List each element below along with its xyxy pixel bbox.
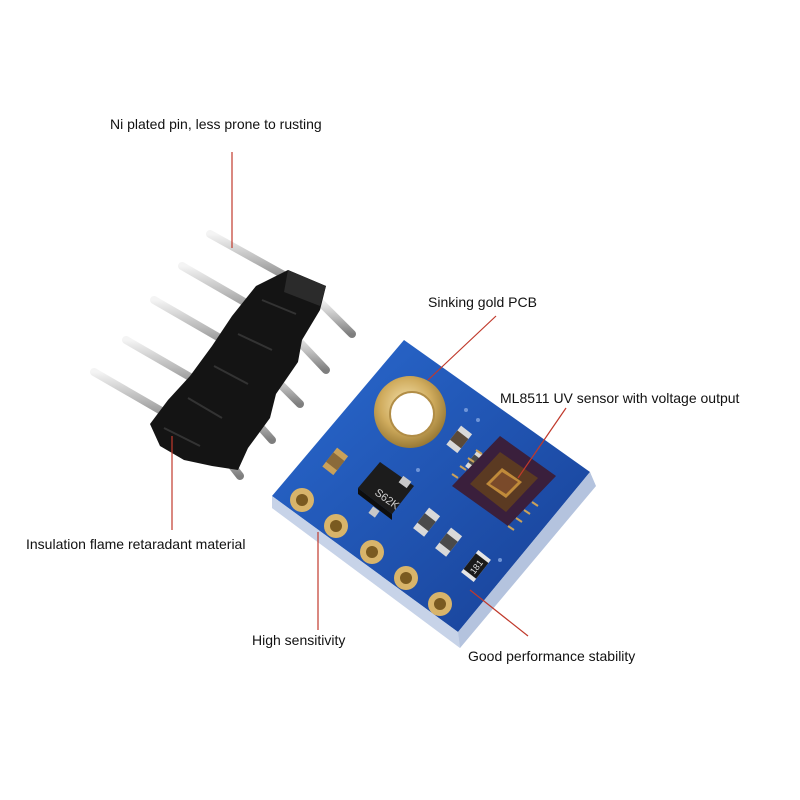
insulation-annotation: Insulation flame retaradant material [26, 536, 246, 552]
pin-header [90, 230, 356, 480]
pcb-board [272, 340, 590, 632]
transistor-chip: S62K [358, 462, 414, 520]
vias [416, 408, 502, 562]
pcb-module: S62K 181 [272, 340, 596, 648]
callout-line-sensor [517, 407, 567, 479]
pin-annotation: Ni plated pin, less prone to rusting [110, 116, 322, 132]
callout-line-stability [469, 589, 529, 637]
insulation-block [150, 270, 326, 470]
sensor-annotation: ML8511 UV sensor with voltage output [500, 390, 740, 406]
callout-line-pcb [427, 315, 497, 381]
sensitivity-annotation: High sensitivity [252, 632, 346, 648]
stability-annotation: Good performance stability [468, 648, 636, 664]
solder-pads [290, 488, 452, 616]
mounting-hole [374, 376, 446, 448]
resistor: 181 [461, 550, 491, 582]
callout-lines [171, 152, 567, 637]
pcb-annotation: Sinking gold PCB [428, 294, 537, 310]
uv-sensor-chip [451, 436, 556, 531]
